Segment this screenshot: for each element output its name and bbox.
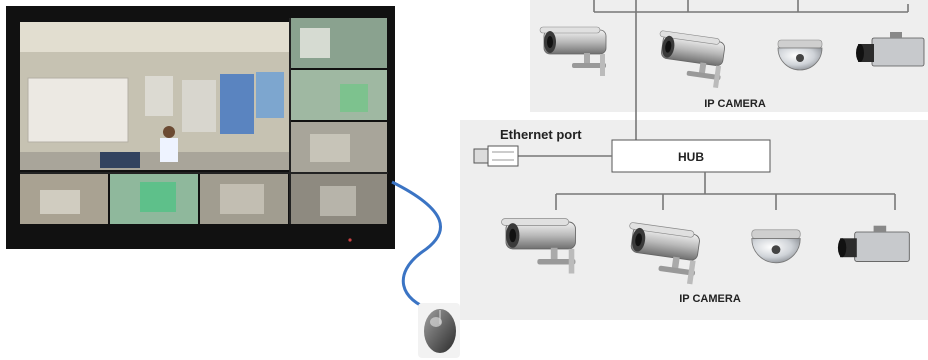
ethernet-connector-icon	[473, 145, 519, 167]
camera-feed-main	[20, 22, 290, 170]
mouse-cable	[391, 180, 442, 312]
ip-camera-label-top: IP CAMERA	[704, 98, 766, 110]
hub-box: HUB	[611, 139, 771, 173]
mouse-icon	[418, 303, 460, 358]
hub-label: HUB	[678, 150, 704, 164]
ethernet-port-label: Ethernet port	[500, 127, 582, 142]
camera-feed-grid	[20, 18, 387, 224]
network-wires-top	[593, 0, 909, 140]
ip-camera-label-bottom: IP CAMERA	[679, 293, 741, 305]
cctv-monitor-icon	[6, 6, 395, 249]
network-wires-bottom	[555, 172, 896, 210]
